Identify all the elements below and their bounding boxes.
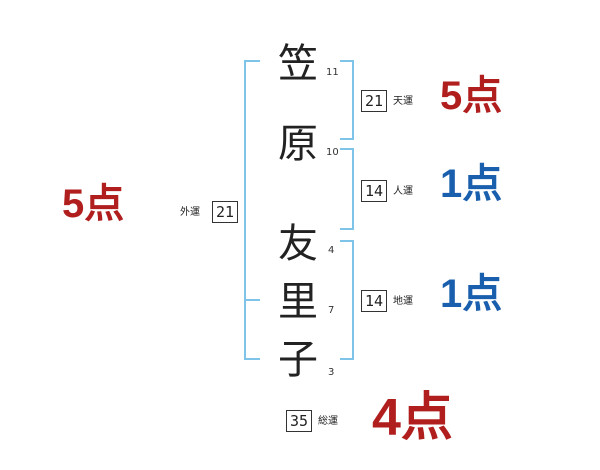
chiun-value: 14 [361, 290, 387, 312]
tenun-score: 5点 [440, 74, 503, 118]
stroke-count-4: 7 [328, 305, 335, 316]
tenun-value: 21 [361, 90, 387, 112]
name-char-1: 笠 [278, 41, 318, 87]
name-char-4: 里 [278, 279, 318, 325]
name-char-2: 原 [278, 121, 318, 167]
chiun-bracket-bottom [340, 358, 354, 360]
name-char-3: 友 [278, 221, 318, 267]
stroke-count-1: 11 [326, 67, 339, 78]
jinun-value: 14 [361, 180, 387, 202]
jinun-bracket-bottom [340, 228, 354, 230]
souun-label: 総運 [318, 416, 338, 427]
outer-bracket-bottom [244, 358, 260, 360]
souun-score: 4点 [372, 389, 453, 447]
jinun-score: 1点 [440, 162, 503, 206]
jinun-bracket-top [340, 148, 354, 150]
name-char-5: 子 [278, 337, 318, 383]
outer-bracket-vertical [244, 60, 246, 360]
chiun-label: 地運 [393, 296, 413, 307]
jinun-bracket-vertical [352, 148, 354, 230]
tenun-bracket-top [340, 60, 354, 62]
gaiun-value: 21 [212, 201, 238, 223]
souun-value: 35 [286, 410, 312, 432]
gaiun-label: 外運 [180, 207, 200, 218]
chiun-bracket-vertical [352, 240, 354, 360]
outer-bracket-mid [244, 299, 260, 301]
stroke-count-5: 3 [328, 367, 335, 378]
stroke-count-2: 10 [326, 147, 339, 158]
tenun-bracket-bottom [340, 138, 354, 140]
stroke-count-3: 4 [328, 245, 335, 256]
tenun-label: 天運 [393, 96, 413, 107]
chiun-bracket-top [340, 240, 354, 242]
gaiun-score: 5点 [62, 182, 125, 226]
tenun-bracket-vertical [352, 60, 354, 140]
jinun-label: 人運 [393, 186, 413, 197]
chiun-score: 1点 [440, 272, 503, 316]
outer-bracket-top [244, 60, 260, 62]
